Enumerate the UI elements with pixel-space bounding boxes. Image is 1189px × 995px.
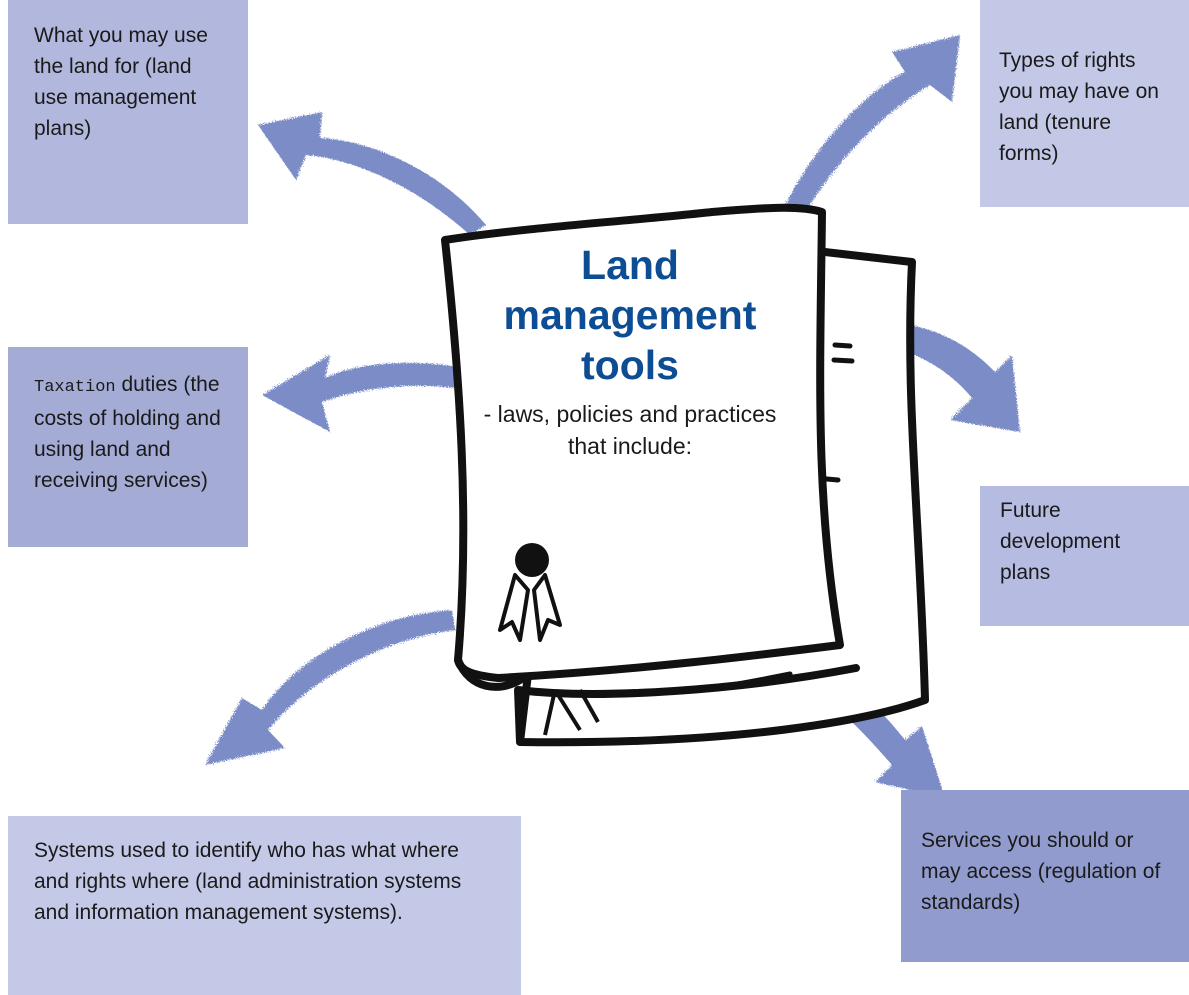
arrow-bottom-left [205, 610, 455, 765]
box-services: Services you should or may access (regul… [901, 790, 1189, 962]
taxation-rest: duties (the costs of holding and using l… [34, 373, 221, 492]
box-development-plans: Future development plans [980, 486, 1189, 626]
seal-icon [498, 543, 600, 736]
arrow-top-left [258, 112, 486, 235]
box-development-plans-text: Future development plans [1000, 499, 1121, 584]
box-administration-systems: Systems used to identify who has what wh… [8, 816, 521, 995]
box-administration-systems-text: Systems used to identify who has what wh… [34, 839, 462, 924]
box-land-use: What you may use the land for (land use … [8, 0, 248, 224]
taxation-word: Taxation [34, 378, 116, 397]
arrow-top-right [772, 35, 960, 240]
arrow-middle-left [262, 355, 512, 432]
box-taxation-text: Taxation duties (the costs of holding an… [34, 369, 222, 496]
diagram-title: Land management tools [503, 242, 757, 388]
box-tenure-forms-text: Types of rights you may have on land (te… [999, 49, 1159, 165]
box-land-use-text: What you may use the land for (land use … [34, 24, 208, 140]
box-services-text: Services you should or may access (regul… [921, 829, 1161, 914]
diagram-subtitle: - laws, policies and practices that incl… [483, 401, 777, 459]
box-taxation: Taxation duties (the costs of holding an… [8, 347, 248, 547]
box-tenure-forms: Types of rights you may have on land (te… [980, 0, 1189, 207]
